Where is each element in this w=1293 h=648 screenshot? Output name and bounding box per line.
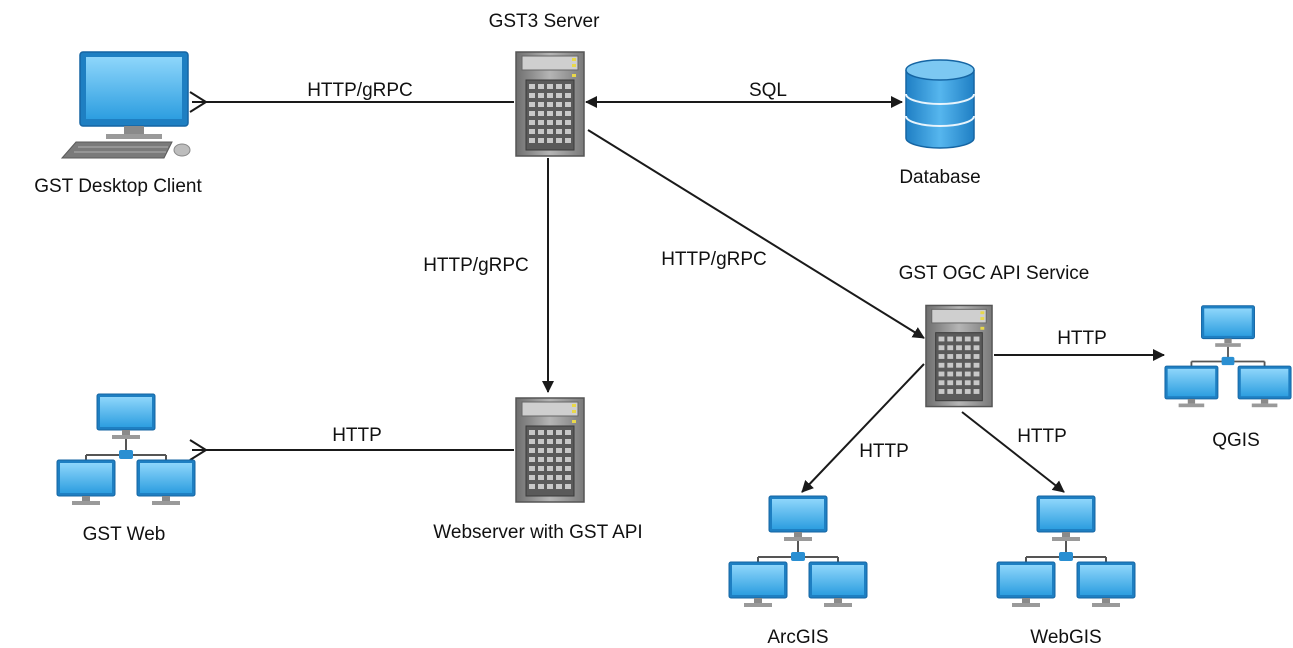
gst-web-node: GST Web [57,394,195,545]
webserver-label: Webserver with GST API [433,522,642,543]
qgis-node: QGIS [1165,306,1291,451]
arcgis-label: ArcGIS [767,627,828,648]
gst-web-label: GST Web [83,524,166,545]
edge-label-ogc-qgis: HTTP [1057,328,1107,349]
network-computers-icon [57,394,195,505]
arcgis-node: ArcGIS [729,496,867,648]
server-tower-icon [925,304,993,408]
ogc-service-label: GST OGC API Service [899,263,1090,284]
network-computers-icon [997,496,1135,607]
ogc-service-node: GST OGC API Service [899,263,1090,408]
network-computers-icon [729,496,867,607]
database-node: Database [899,59,981,188]
gst3-server-node: GST3 Server [489,11,601,157]
server-tower-icon [515,51,585,157]
server-tower-icon [515,397,585,503]
edge-label-server-database: SQL [749,80,787,101]
edge-server-ogc [587,129,925,339]
desktop-client-label: GST Desktop Client [34,176,202,197]
database-cylinder-icon [905,59,975,149]
qgis-label: QGIS [1212,430,1260,451]
webgis-node: WebGIS [997,496,1135,648]
webgis-label: WebGIS [1030,627,1101,648]
gst3-server-label: GST3 Server [489,11,601,32]
edge-ogc-webgis [961,411,1065,493]
edge-label-server-webserver: HTTP/gRPC [423,255,529,276]
network-computers-icon [1165,306,1291,407]
open-arrowhead-icon [189,91,208,113]
edge-label-server-ogc: HTTP/gRPC [661,249,767,270]
open-arrowhead-icon [189,439,208,461]
desktop-client-node: GST Desktop Client [34,51,202,197]
edge-label-ogc-arcgis: HTTP [859,441,909,462]
edge-label-gstweb-webserver: HTTP [332,425,382,446]
webserver-node: Webserver with GST API [433,397,643,543]
edge-label-desktop-server: HTTP/gRPC [307,80,413,101]
edge-ogc-arcgis [801,363,925,493]
desktop-computer-icon [60,51,191,159]
edge-label-ogc-webgis: HTTP [1017,426,1067,447]
database-label: Database [899,167,980,188]
